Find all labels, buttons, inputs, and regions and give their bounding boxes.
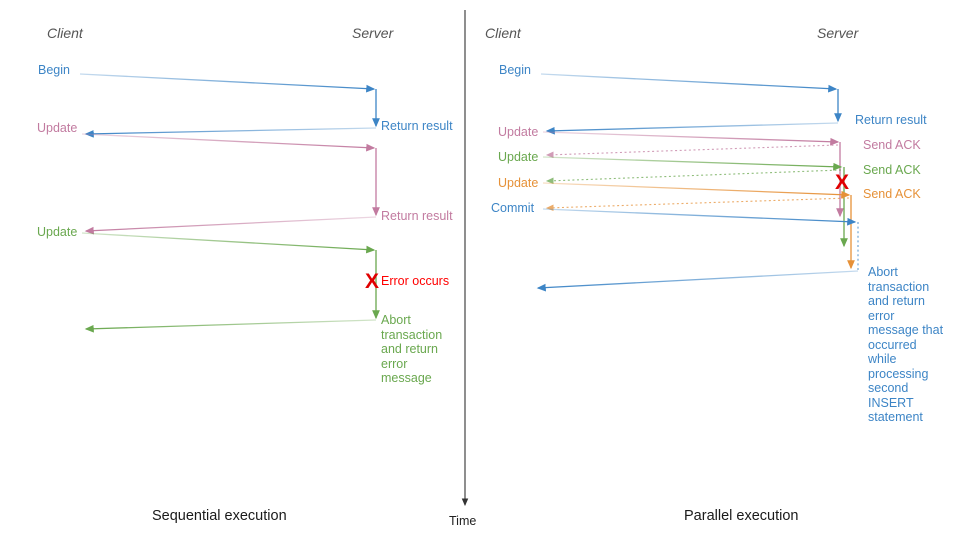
arrow-right-update-pink xyxy=(542,131,840,146)
left-msg-return-pink: Return result xyxy=(381,209,453,223)
right-msg-update-green: Update xyxy=(498,150,539,164)
left-actor-client: Client xyxy=(47,25,83,41)
arrow-right-return-blue xyxy=(545,122,839,135)
right-msg-commit: Commit xyxy=(491,201,535,215)
arrow-left-abort-green xyxy=(84,319,377,333)
right-actor-client: Client xyxy=(485,25,521,41)
right-msg-ack-orange: Send ACK xyxy=(863,187,921,201)
arrow-right-begin xyxy=(540,73,838,93)
arrow-right-ack-pink xyxy=(545,144,839,159)
arrow-left-begin xyxy=(79,73,376,93)
right-diagram-arrows xyxy=(536,73,859,292)
left-diagram-arrows xyxy=(79,73,380,333)
left-msg-update-green: Update xyxy=(37,225,78,239)
left-msg-update-pink: Update xyxy=(37,121,78,135)
right-msg-begin: Begin xyxy=(499,63,531,77)
right-msg-ack-green: Send ACK xyxy=(863,163,921,177)
arrow-right-update-orange xyxy=(542,182,851,199)
left-msg-return-blue: Return result xyxy=(381,119,453,133)
time-axis-label: Time xyxy=(449,514,477,528)
right-abort-message: Abort transaction and return error messa… xyxy=(868,265,944,424)
right-actor-server: Server xyxy=(817,25,859,41)
arrow-right-commit xyxy=(542,208,857,226)
right-msg-update-pink: Update xyxy=(498,125,539,139)
arrow-left-return-blue xyxy=(84,127,377,138)
right-error-x-icon: X xyxy=(835,171,850,194)
arrow-left-update-pink xyxy=(81,133,376,152)
arrow-right-ack-green xyxy=(545,169,842,185)
left-caption: Sequential execution xyxy=(152,508,287,524)
left-actor-server: Server xyxy=(352,25,394,41)
right-msg-ack-pink: Send ACK xyxy=(863,138,921,152)
left-error-x-icon: X xyxy=(365,270,380,293)
arrow-right-ack-orange xyxy=(545,197,850,212)
right-msg-return-result: Return result xyxy=(855,113,927,127)
right-caption: Parallel execution xyxy=(684,508,799,524)
right-msg-update-orange: Update xyxy=(498,176,539,190)
left-error-label: Error occurs xyxy=(381,274,450,288)
arrow-right-update-green xyxy=(542,156,843,171)
arrow-right-abort-blue xyxy=(536,270,859,292)
arrow-left-update-green xyxy=(81,232,376,254)
left-msg-begin: Begin xyxy=(38,63,70,77)
arrow-left-return-pink xyxy=(84,216,377,235)
left-abort-message: Abort transaction and return error messa… xyxy=(381,313,443,385)
